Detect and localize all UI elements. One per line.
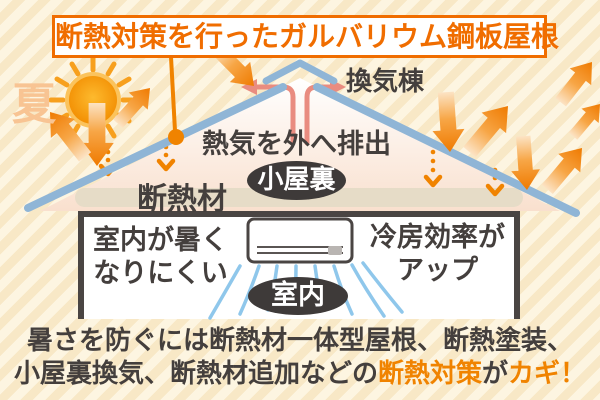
room-benefit-right: 冷房効率が アップ [360,221,515,287]
summary-line1: 暑さを防ぐには断熱材一体型屋根、断熱塗装、 [26,326,573,356]
roof [24,59,580,217]
vent-ridge-label: 換気棟 [346,67,425,97]
room-benefit-left: 室内が暑く なりにくい [88,224,233,290]
summary-keyword-2: カギ！ [508,359,587,389]
room-benefit-right-line2: アップ [397,255,478,286]
summary-keyword-1: 断熱対策 [377,359,482,389]
season-label: 夏 [12,79,56,130]
room-benefit-left-line2: なりにくい [93,258,228,289]
title-callout: 断熱対策を行ったガルバリウム鋼板屋根 [52,15,559,58]
exhaust-label: 熱気を外へ排出 [202,129,391,160]
summary-text: 暑さを防ぐには断熱材一体型屋根、断熱塗装、 小屋裏換気、断熱材追加などの断熱対策… [0,325,600,391]
ridge-vent-cap [262,59,338,85]
room-badge: 室内 [248,277,348,315]
ac-unit-icon [246,217,354,264]
room-benefit-left-line1: 室内が暑く [93,225,228,256]
summary-line2-mid: が [482,359,509,389]
attic-badge: 小屋裏 [247,161,346,200]
summary-line2-pre: 小屋裏換気、断熱材追加などの [13,359,378,389]
insulation-label: 断熱材 [137,182,227,217]
callout-dot-icon [168,56,184,145]
summary-line2: 小屋裏換気、断熱材追加などの断熱対策がカギ！ [0,358,600,391]
room-benefit-right-line1: 冷房効率が [370,222,505,253]
